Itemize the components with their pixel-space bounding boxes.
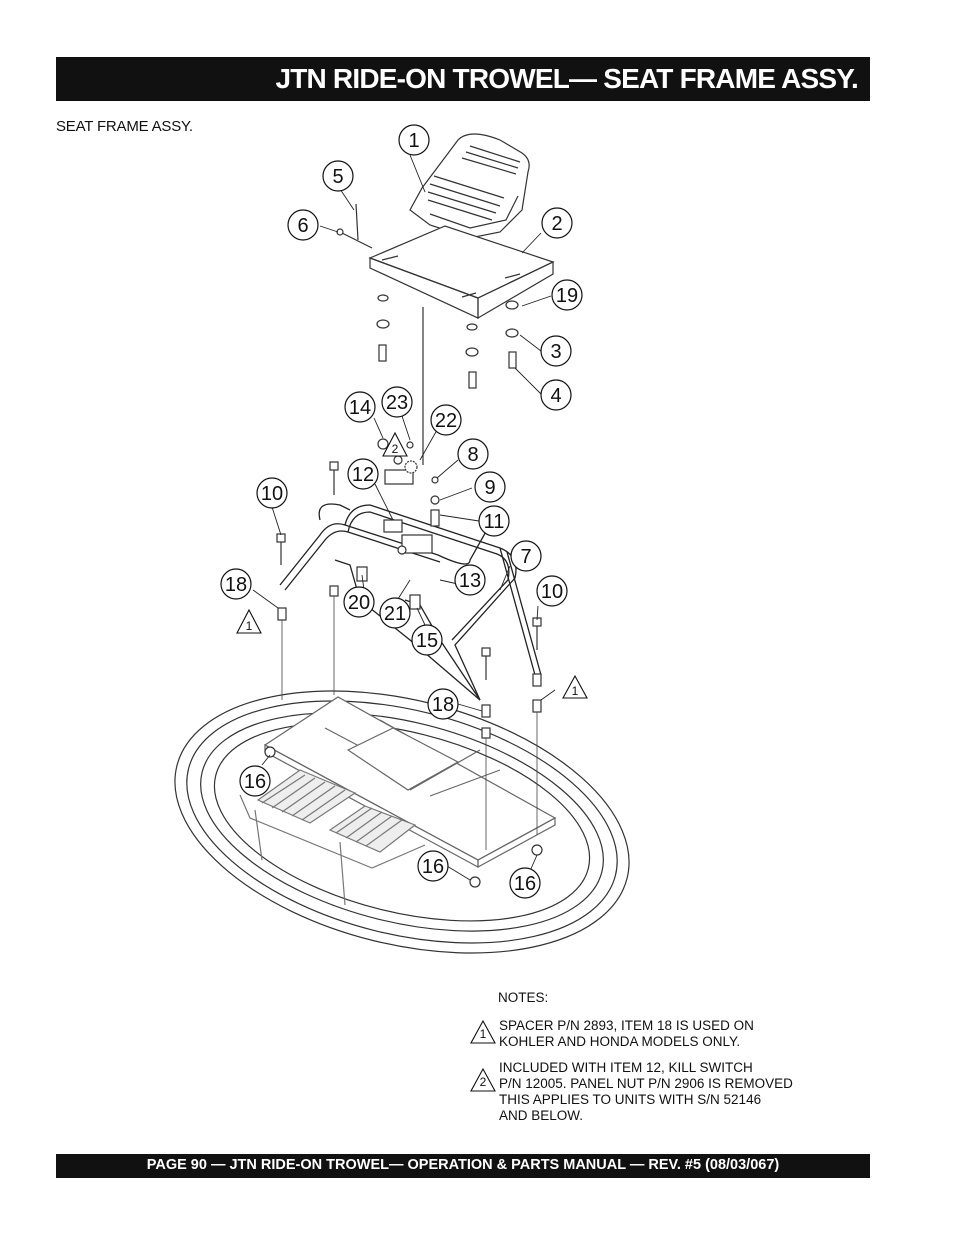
foot-platform-mesh <box>239 769 426 906</box>
kill-switch-assembly <box>356 438 440 610</box>
svg-text:21: 21 <box>384 603 406 625</box>
callout-14: 14 <box>344 391 376 423</box>
callout-16-left: 16 <box>239 765 271 797</box>
svg-text:7: 7 <box>520 546 531 568</box>
note-1-triangle-icon <box>470 1020 496 1044</box>
callout-20: 20 <box>343 586 375 618</box>
callout-9: 9 <box>474 471 506 503</box>
svg-text:16: 16 <box>244 771 266 793</box>
svg-text:18: 18 <box>432 694 454 716</box>
callout-3: 3 <box>540 335 572 367</box>
callout-6: 6 <box>287 209 319 241</box>
note-marker-1-right: 1 <box>562 674 588 699</box>
svg-text:2: 2 <box>551 213 562 235</box>
note-2-line: AND BELOW. <box>499 1108 584 1123</box>
seat-hardware <box>376 294 519 465</box>
page-title: JTN RIDE-ON TROWEL— SEAT FRAME ASSY. <box>275 63 858 94</box>
callout-21: 21 <box>379 597 411 629</box>
svg-text:10: 10 <box>261 483 283 505</box>
svg-text:8: 8 <box>467 444 478 466</box>
callout-22: 22 <box>430 404 462 436</box>
svg-text:12: 12 <box>352 464 374 486</box>
callout-13: 13 <box>454 564 486 596</box>
note-1-line: SPACER P/N 2893, ITEM 18 IS USED ON <box>499 1018 754 1033</box>
footer-bar: PAGE 90 — JTN RIDE-ON TROWEL— OPERATION … <box>56 1154 870 1178</box>
operator-deck <box>263 696 557 869</box>
callout-4: 4 <box>540 379 572 411</box>
callout-16-mid: 16 <box>417 850 449 882</box>
svg-text:1: 1 <box>572 684 579 698</box>
note-marker-1-left: 1 <box>236 608 262 634</box>
section-label: SEAT FRAME ASSY. <box>56 118 193 135</box>
svg-text:10: 10 <box>541 581 563 603</box>
svg-text:15: 15 <box>416 630 438 652</box>
note-1-number: 1 <box>479 1027 487 1041</box>
assembly-lines <box>281 596 538 850</box>
svg-text:20: 20 <box>348 592 370 614</box>
pin-and-clip <box>336 203 373 249</box>
callout-15: 15 <box>411 624 443 656</box>
title-bar: JTN RIDE-ON TROWEL— SEAT FRAME ASSY. <box>56 57 870 101</box>
callout-5: 5 <box>322 160 354 192</box>
callout-23: 23 <box>381 386 413 418</box>
svg-text:16: 16 <box>514 873 536 895</box>
note-2-number: 2 <box>479 1075 487 1089</box>
svg-text:1: 1 <box>246 619 253 633</box>
note-2-line: P/N 12005. PANEL NUT P/N 2906 IS REMOVED <box>499 1076 793 1091</box>
seat-plate <box>368 225 555 320</box>
svg-text:14: 14 <box>349 397 371 419</box>
note-2-line: INCLUDED WITH ITEM 12, KILL SWITCH <box>499 1060 753 1075</box>
callout-8: 8 <box>457 438 489 470</box>
svg-text:23: 23 <box>386 392 408 414</box>
svg-text:16: 16 <box>422 856 444 878</box>
svg-text:22: 22 <box>435 410 457 432</box>
svg-text:3: 3 <box>550 341 561 363</box>
note-1-line: KOHLER AND HONDA MODELS ONLY. <box>499 1034 741 1049</box>
callout-11: 11 <box>478 505 510 537</box>
note-2-line: THIS APPLIES TO UNITS WITH S/N 52146 <box>499 1092 762 1107</box>
callout-12: 12 <box>347 458 379 490</box>
svg-text:9: 9 <box>484 477 495 499</box>
svg-text:19: 19 <box>556 285 578 307</box>
svg-text:2: 2 <box>392 442 399 456</box>
svg-text:4: 4 <box>550 385 561 407</box>
callout-2: 2 <box>541 207 573 239</box>
svg-text:11: 11 <box>484 511 505 533</box>
svg-text:1: 1 <box>408 130 419 152</box>
callout-1: 1 <box>398 124 430 156</box>
callout-19: 19 <box>551 279 583 311</box>
svg-text:5: 5 <box>332 166 343 188</box>
callout-10-left: 10 <box>256 477 288 509</box>
notes-heading: NOTES: <box>498 990 549 1005</box>
note-2-triangle-icon <box>470 1068 496 1092</box>
seat <box>409 133 530 239</box>
footer-text: PAGE 90 — JTN RIDE-ON TROWEL— OPERATION … <box>146 1157 780 1173</box>
note-marker-2: 2 <box>382 431 408 457</box>
callout-7: 7 <box>510 540 542 572</box>
callout-16-right: 16 <box>509 867 541 899</box>
callout-10-right: 10 <box>536 575 568 607</box>
callout-18-right: 18 <box>427 688 459 720</box>
callout-18-left: 18 <box>220 568 252 600</box>
svg-text:6: 6 <box>297 215 308 237</box>
bolts-and-spacers <box>264 461 543 888</box>
svg-text:13: 13 <box>459 570 481 592</box>
svg-text:18: 18 <box>225 574 247 596</box>
